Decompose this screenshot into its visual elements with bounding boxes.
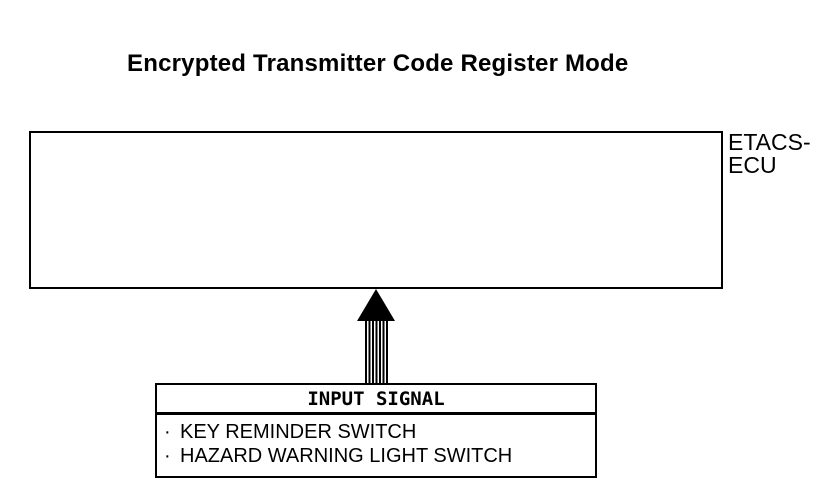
arrow-up-head-icon [357, 289, 395, 321]
arrow-striped-shaft [364, 321, 388, 383]
list-item-label: KEY REMINDER SWITCH [180, 421, 417, 443]
list-item: · HAZARD WARNING LIGHT SWITCH [164, 444, 591, 468]
list-item: · KEY REMINDER SWITCH [164, 420, 591, 444]
input-signal-arrow [357, 289, 395, 383]
input-signal-list: · KEY REMINDER SWITCH · HAZARD WARNING LIG… [157, 415, 595, 468]
bullet-icon: · [164, 445, 171, 467]
etacs-ecu-label-line2: ECU [728, 152, 777, 178]
etacs-ecu-box [29, 131, 723, 289]
input-signal-header: INPUT SIGNAL [157, 385, 595, 415]
page-title: Encrypted Transmitter Code Register Mode [127, 50, 629, 77]
input-signal-box: INPUT SIGNAL · KEY REMINDER SWITCH · HAZAR… [155, 383, 597, 478]
etacs-ecu-label-line1: ETACS- [728, 129, 811, 155]
bullet-icon: · [164, 421, 171, 443]
list-item-label: HAZARD WARNING LIGHT SWITCH [180, 445, 513, 467]
etacs-ecu-label: ETACS- ECU [728, 131, 811, 177]
